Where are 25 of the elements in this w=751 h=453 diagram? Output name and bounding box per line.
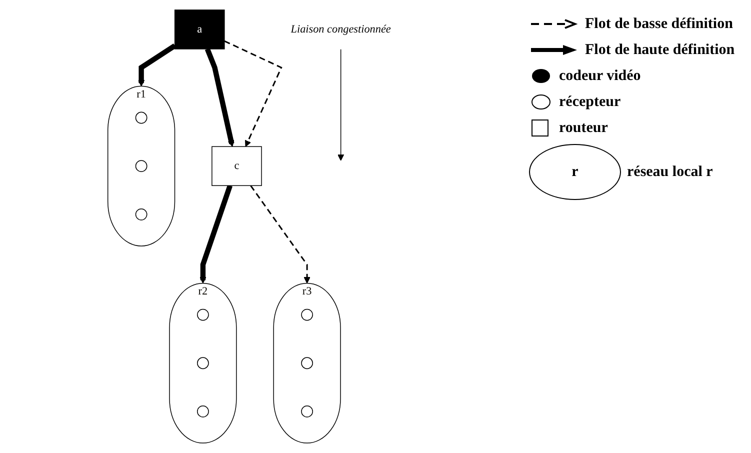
- node-circle: [197, 406, 209, 418]
- node-circle: [197, 357, 209, 370]
- node-circle: [197, 308, 209, 321]
- node-circle: [135, 208, 148, 220]
- legend-text: routeur: [559, 120, 608, 136]
- node-text: Liaison congestionnée: [290, 23, 391, 36]
- arrow: [200, 184, 232, 284]
- legend-text: codeur vidéo: [559, 68, 641, 84]
- legend-text: Flot de haute définition: [585, 42, 735, 58]
- arrow: [250, 185, 310, 284]
- node-circle: [135, 160, 148, 172]
- node-circle: [301, 406, 313, 418]
- label-text: r: [572, 164, 578, 180]
- arrow: [224, 40, 282, 147]
- arrow: [204, 48, 234, 147]
- node-circle: [135, 112, 148, 124]
- arrow: [138, 43, 176, 86]
- node-circle: [301, 308, 313, 321]
- node-box: a: [174, 10, 225, 50]
- legend-text: Flot de basse définition: [585, 16, 733, 32]
- node-circle: [301, 357, 313, 370]
- legend-text: récepteur: [559, 94, 621, 110]
- node-box: c: [212, 146, 262, 186]
- arrow: [338, 48, 344, 161]
- legend-text: réseau local r: [627, 164, 713, 180]
